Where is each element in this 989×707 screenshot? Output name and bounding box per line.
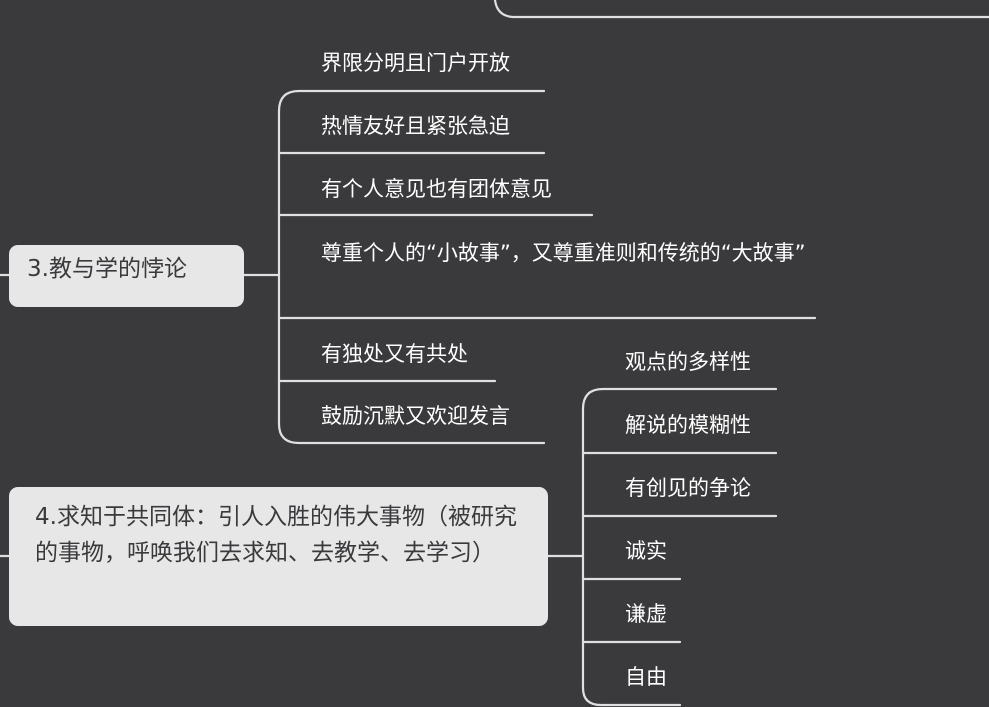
topic-node-4-label: 4.求知于共同体：引人入胜的伟大事物（被研究的事物，呼唤我们去求知、去教学、去学… [35,504,517,566]
subtopic-3-4[interactable]: 尊重个人的“小故事”，又尊重准则和传统的“大故事” [321,241,806,265]
topic-node-3[interactable]: 3.教与学的悖论 [9,245,244,307]
subtopic-4-5[interactable]: 谦虚 [625,602,667,626]
subtopic-4-6[interactable]: 自由 [625,665,667,689]
subtopic-4-1[interactable]: 观点的多样性 [625,350,751,374]
subtopic-3-3[interactable]: 有个人意见也有团体意见 [321,177,552,201]
subtopic-4-3[interactable]: 有创见的争论 [625,476,751,500]
subtopic-3-6[interactable]: 鼓励沉默又欢迎发言 [321,404,510,428]
topic-node-3-label: 3.教与学的悖论 [27,256,187,282]
subtopic-4-2[interactable]: 解说的模糊性 [625,413,751,437]
subtopic-3-5[interactable]: 有独处又有共处 [321,342,468,366]
subtopic-3-1[interactable]: 界限分明且门户开放 [321,51,510,75]
subtopic-4-4[interactable]: 诚实 [625,539,667,563]
topic-node-4[interactable]: 4.求知于共同体：引人入胜的伟大事物（被研究的事物，呼唤我们去求知、去教学、去学… [9,487,548,626]
subtopic-3-2[interactable]: 热情友好且紧张急迫 [321,114,510,138]
